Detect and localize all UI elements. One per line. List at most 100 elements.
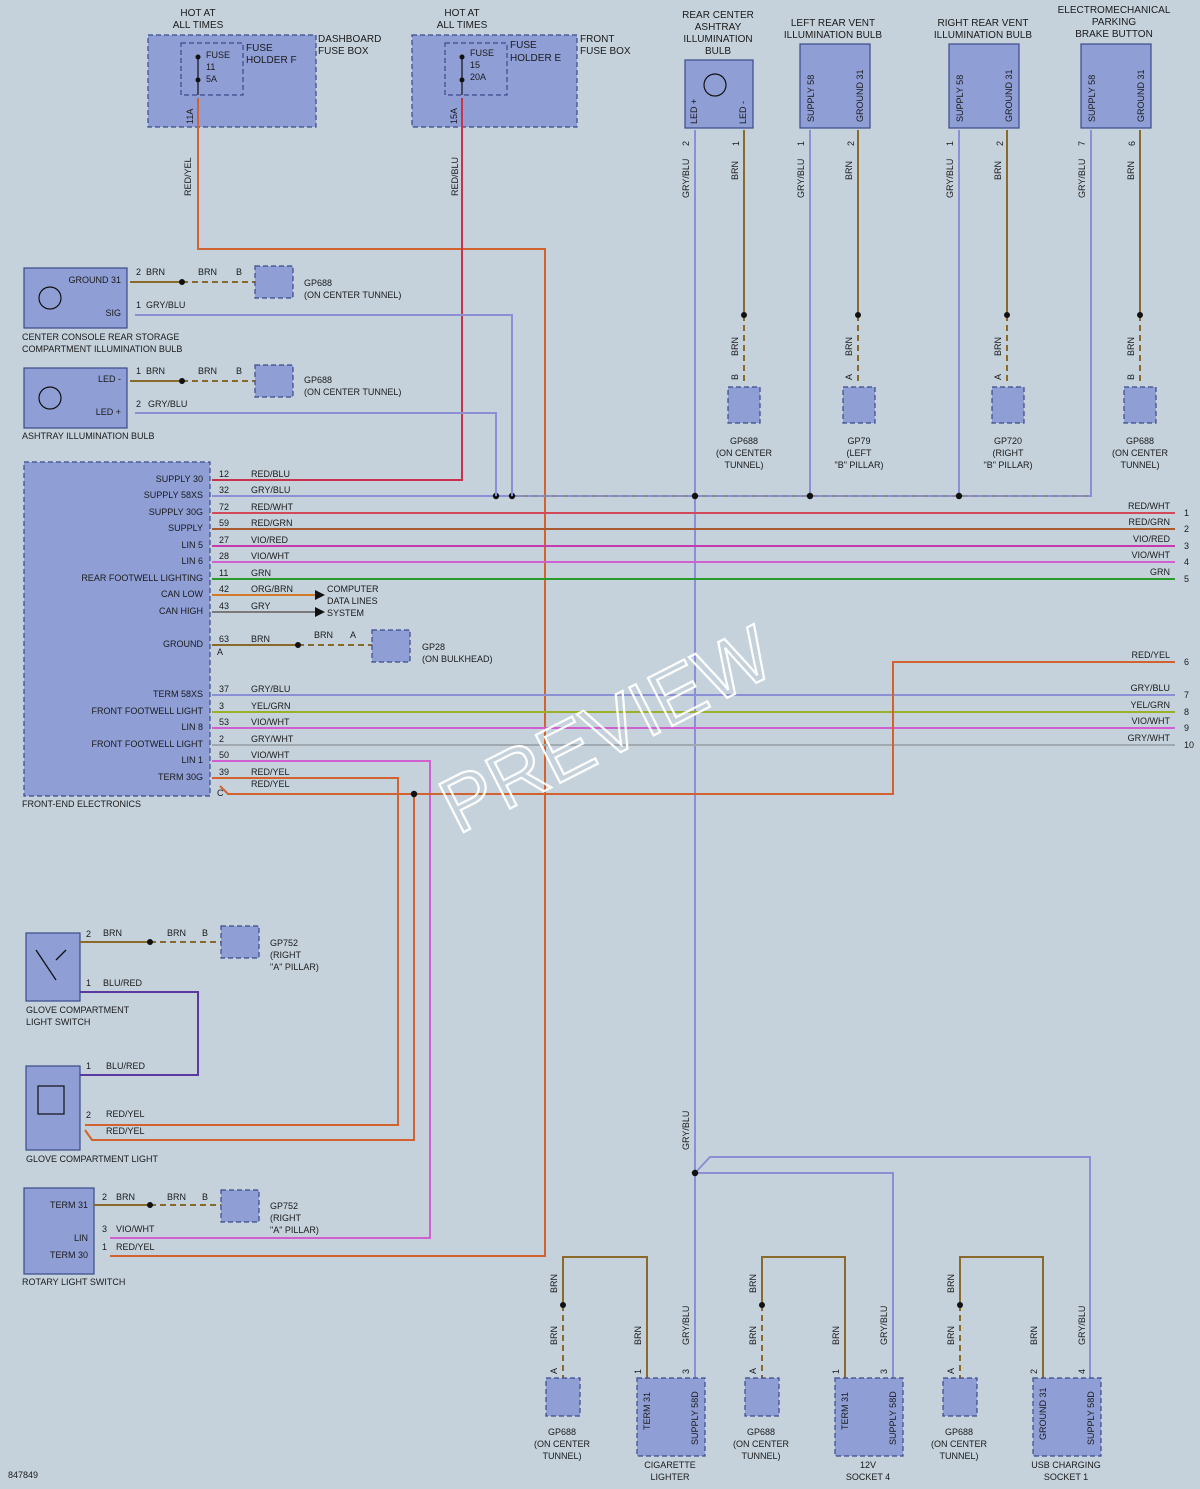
ground-gp720: A GP720 (RIGHT "B" PILLAR): [984, 374, 1033, 470]
svg-text:SUPPLY 58: SUPPLY 58: [806, 75, 816, 122]
svg-text:GROUND 31: GROUND 31: [1004, 69, 1014, 122]
svg-text:1: 1: [831, 1369, 841, 1374]
svg-text:GP688: GP688: [945, 1427, 973, 1437]
svg-text:BRN: BRN: [1126, 337, 1136, 356]
svg-text:2: 2: [136, 267, 141, 277]
svg-text:TERM 31: TERM 31: [642, 1392, 652, 1430]
fee-pin-label: SUPPLY 30G: [149, 507, 203, 517]
glove-compartment-light-switch: 2 1 GLOVE COMPARTMENT LIGHT SWITCH: [25, 929, 130, 1027]
right-edge-wire-color: RED/GRN: [1128, 517, 1170, 527]
svg-text:RED/BLU: RED/BLU: [450, 157, 460, 196]
fee-wire-color: VIO/WHT: [251, 551, 290, 561]
svg-text:BLU/RED: BLU/RED: [106, 1061, 146, 1071]
svg-text:SUPPLY 58D: SUPPLY 58D: [690, 1391, 700, 1445]
fee-pin-label: LIN 6: [181, 556, 203, 566]
fee-pin-label: LIN 8: [181, 722, 203, 732]
fee-pin-label: SUPPLY 30: [156, 474, 203, 484]
fee-wire-color: VIO/WHT: [251, 717, 290, 727]
svg-text:A: A: [748, 1368, 758, 1374]
svg-text:7: 7: [1077, 141, 1087, 146]
fee-pin-label: TERM 30G: [158, 772, 203, 782]
svg-text:(ON CENTER: (ON CENTER: [733, 1439, 790, 1449]
svg-text:C: C: [217, 788, 224, 798]
fee-pin-number: 32: [219, 485, 229, 495]
fee-pin-number: 43: [219, 601, 229, 611]
fee-wire-color: ORG/BRN: [251, 584, 293, 594]
ground-gp688-console: GP688 (ON CENTER TUNNEL): [254, 265, 401, 300]
svg-text:5A: 5A: [206, 74, 217, 84]
fee-wire-color: GRY: [251, 601, 270, 611]
svg-text:FRONT: FRONT: [580, 34, 614, 45]
svg-text:(RIGHT: (RIGHT: [270, 950, 301, 960]
svg-text:"A" PILLAR): "A" PILLAR): [270, 1225, 319, 1235]
right-edge-number: 1: [1184, 508, 1189, 518]
svg-text:GRY/BLU: GRY/BLU: [681, 1306, 691, 1345]
svg-text:GROUND 31: GROUND 31: [68, 275, 121, 285]
svg-text:BRN: BRN: [314, 630, 333, 640]
svg-text:3: 3: [102, 1224, 107, 1234]
fee-pin-label: CAN LOW: [161, 589, 204, 599]
svg-text:ILLUMINATION BULB: ILLUMINATION BULB: [784, 30, 882, 41]
svg-text:LED -: LED -: [98, 374, 121, 384]
left-rear-vent-bulb: LEFT REAR VENT ILLUMINATION BULB SUPPLY …: [784, 18, 882, 146]
svg-text:(ON CENTER: (ON CENTER: [931, 1439, 988, 1449]
svg-text:20A: 20A: [470, 72, 486, 82]
svg-text:2: 2: [995, 141, 1005, 146]
svg-text:GP79: GP79: [847, 436, 870, 446]
svg-text:GP688: GP688: [304, 278, 332, 288]
svg-text:COMPUTER: COMPUTER: [327, 584, 379, 594]
svg-text:GROUND 31: GROUND 31: [855, 69, 865, 122]
ground-gp688-ashtray-illum: GP688 (ON CENTER TUNNEL): [254, 364, 401, 398]
svg-text:BLU/RED: BLU/RED: [103, 978, 143, 988]
svg-text:(ON CENTER TUNNEL): (ON CENTER TUNNEL): [304, 387, 401, 397]
svg-text:A: A: [217, 647, 223, 657]
svg-text:BRN: BRN: [730, 337, 740, 356]
ashtray-illumination-bulb: LED - LED + 1 2 ASHTRAY ILLUMINATION BUL…: [22, 366, 155, 441]
svg-text:USB CHARGING: USB CHARGING: [1031, 1460, 1101, 1470]
right-edge-number: 10: [1184, 740, 1194, 750]
right-edge-number: 4: [1184, 557, 1189, 567]
svg-text:ALL TIMES: ALL TIMES: [437, 20, 488, 31]
svg-text:GRY/BLU: GRY/BLU: [796, 159, 806, 198]
fee-pin-label: SUPPLY: [168, 523, 203, 533]
svg-text:11: 11: [206, 62, 215, 72]
fee-pin-number: 2: [219, 734, 224, 744]
svg-text:B: B: [236, 366, 242, 376]
svg-text:1: 1: [633, 1369, 643, 1374]
svg-text:BRN: BRN: [116, 1192, 135, 1202]
svg-text:B: B: [202, 928, 208, 938]
svg-text:BRN: BRN: [198, 366, 217, 376]
svg-text:(ON CENTER: (ON CENTER: [1112, 448, 1169, 458]
svg-text:RED/YEL: RED/YEL: [116, 1242, 155, 1252]
svg-text:ILLUMINATION BULB: ILLUMINATION BULB: [934, 30, 1032, 41]
svg-text:15: 15: [470, 60, 480, 70]
svg-text:GROUND 31: GROUND 31: [1038, 1387, 1048, 1440]
fee-pin-label: LIN 5: [181, 540, 203, 550]
svg-text:RED/YEL: RED/YEL: [183, 157, 193, 196]
svg-text:BRN: BRN: [633, 1326, 643, 1345]
svg-text:BRN: BRN: [844, 161, 854, 180]
svg-text:A: A: [946, 1368, 956, 1374]
fee-wire-color: GRN: [251, 568, 271, 578]
svg-text:HOT AT: HOT AT: [180, 8, 215, 19]
svg-text:GLOVE COMPARTMENT: GLOVE COMPARTMENT: [26, 1005, 130, 1015]
fee-pin-label: CAN HIGH: [159, 606, 203, 616]
svg-text:BRN: BRN: [146, 366, 165, 376]
right-edge-wire-color: GRN: [1150, 567, 1170, 577]
svg-text:1: 1: [796, 141, 806, 146]
fee-pin-number: 3: [219, 701, 224, 711]
svg-text:A: A: [993, 374, 1003, 380]
fee-pin-number: 50: [219, 750, 229, 760]
right-edge-number: 3: [1184, 541, 1189, 551]
fee-pin-number: 39: [219, 767, 229, 777]
svg-text:1: 1: [136, 366, 141, 376]
fee-wire-color: RED/WHT: [251, 502, 293, 512]
svg-text:GP752: GP752: [270, 1201, 298, 1211]
svg-text:FRONT-END ELECTRONICS: FRONT-END ELECTRONICS: [22, 799, 141, 809]
bulb-icon: [703, 73, 727, 97]
ground-gp688-socket4: A GP688 (ON CENTER TUNNEL): [733, 1368, 790, 1461]
svg-text:TUNNEL): TUNNEL): [741, 1451, 780, 1461]
right-rear-vent-bulb: RIGHT REAR VENT ILLUMINATION BULB SUPPLY…: [934, 18, 1032, 146]
fee-wire-color: RED/YEL: [251, 767, 290, 777]
